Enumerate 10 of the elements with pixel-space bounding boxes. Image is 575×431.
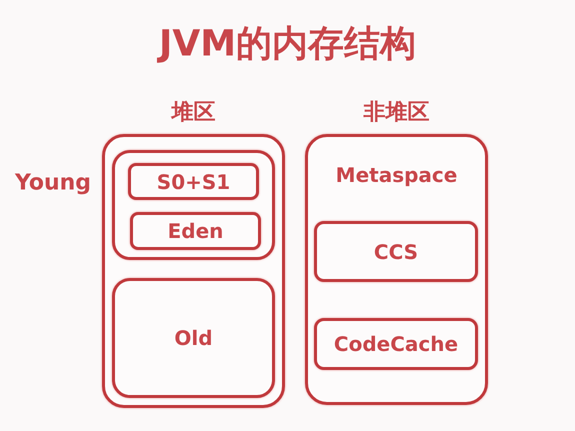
region-box: Old xyxy=(112,278,275,398)
region-box: Eden xyxy=(130,212,261,250)
title: JVM的内存结构 xyxy=(158,22,416,66)
region-heading: 堆区 xyxy=(172,99,216,127)
region-heading: 非堆区 xyxy=(364,99,430,127)
region-box: CodeCache xyxy=(314,318,478,370)
region-box: S0+S1 xyxy=(128,163,259,200)
region-box: CCS xyxy=(314,221,478,282)
region-label: Metaspace xyxy=(336,163,458,187)
region-heading: Young xyxy=(14,170,92,196)
